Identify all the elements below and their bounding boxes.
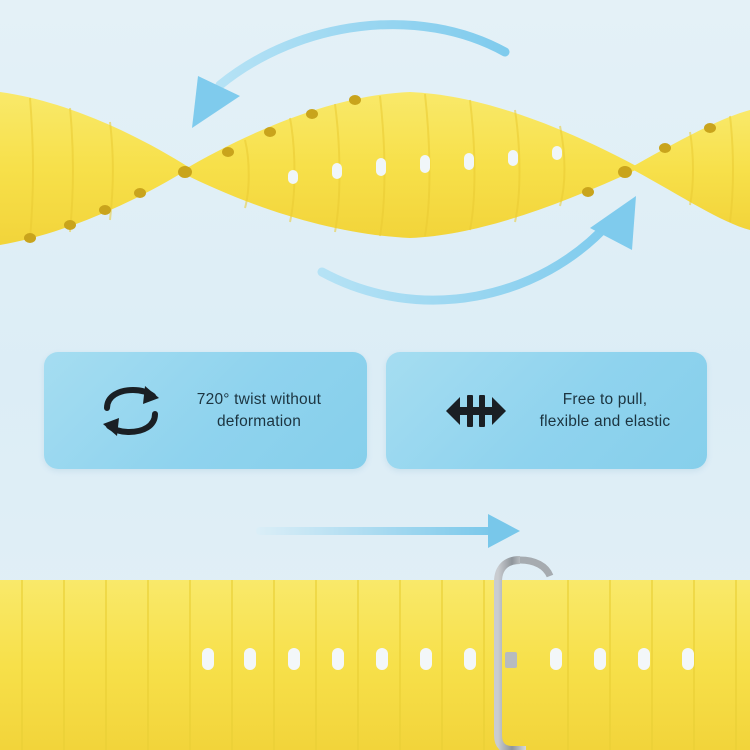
stretch-arrows-icon	[446, 394, 506, 427]
twisted-band	[0, 92, 750, 245]
rotate-arrows-icon	[103, 385, 159, 436]
feature-label-line: flexible and elastic	[539, 412, 671, 430]
pull-arrow	[256, 514, 520, 548]
feature-card-twist: 720° twist without deformation	[44, 352, 367, 469]
straight-band	[0, 556, 750, 750]
feature-label-line: 720° twist without	[196, 390, 322, 408]
feature-label-pull: Free to pull, flexible and elastic	[520, 389, 690, 433]
twist-arrows	[192, 20, 636, 305]
feature-label-twist: 720° twist without deformation	[179, 389, 339, 433]
buckle	[494, 556, 554, 750]
feature-label-line: deformation	[216, 412, 302, 430]
feature-label-line: Free to pull,	[562, 390, 648, 408]
feature-card-pull: Free to pull, flexible and elastic	[386, 352, 707, 469]
